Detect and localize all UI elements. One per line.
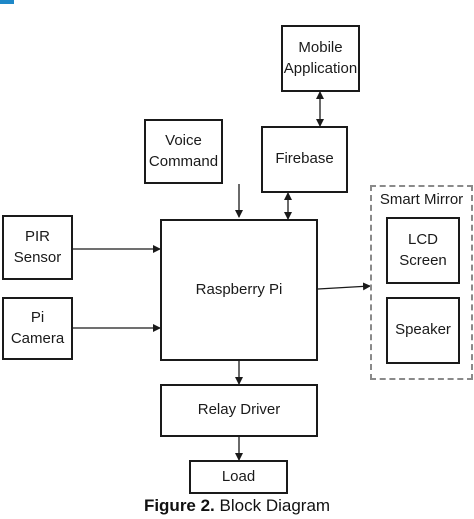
smart-mirror-label: Smart Mirror (379, 191, 464, 208)
raspberry-pi-node: Raspberry Pi (160, 219, 318, 361)
load-node: Load (189, 460, 288, 494)
speaker-node: Speaker (386, 297, 460, 364)
pir-sensor-node: PIR Sensor (2, 215, 73, 280)
voice-command-node: Voice Command (144, 119, 223, 184)
relay-driver-node: Relay Driver (160, 384, 318, 437)
lcd-screen-node: LCD Screen (386, 217, 460, 284)
pi-camera-node: Pi Camera (2, 297, 73, 360)
corner-accent-mark (0, 0, 14, 4)
edge-raspberry-pi-smart-mirror (317, 282, 371, 291)
figure-caption: Figure 2. Block Diagram (0, 496, 474, 516)
figure-caption-text: Block Diagram (214, 496, 331, 515)
smart-mirror-group (370, 185, 473, 380)
firebase-node: Firebase (261, 126, 348, 193)
mobile-application-node: Mobile Application (281, 25, 360, 92)
figure-caption-label: Figure 2. (143, 496, 215, 515)
